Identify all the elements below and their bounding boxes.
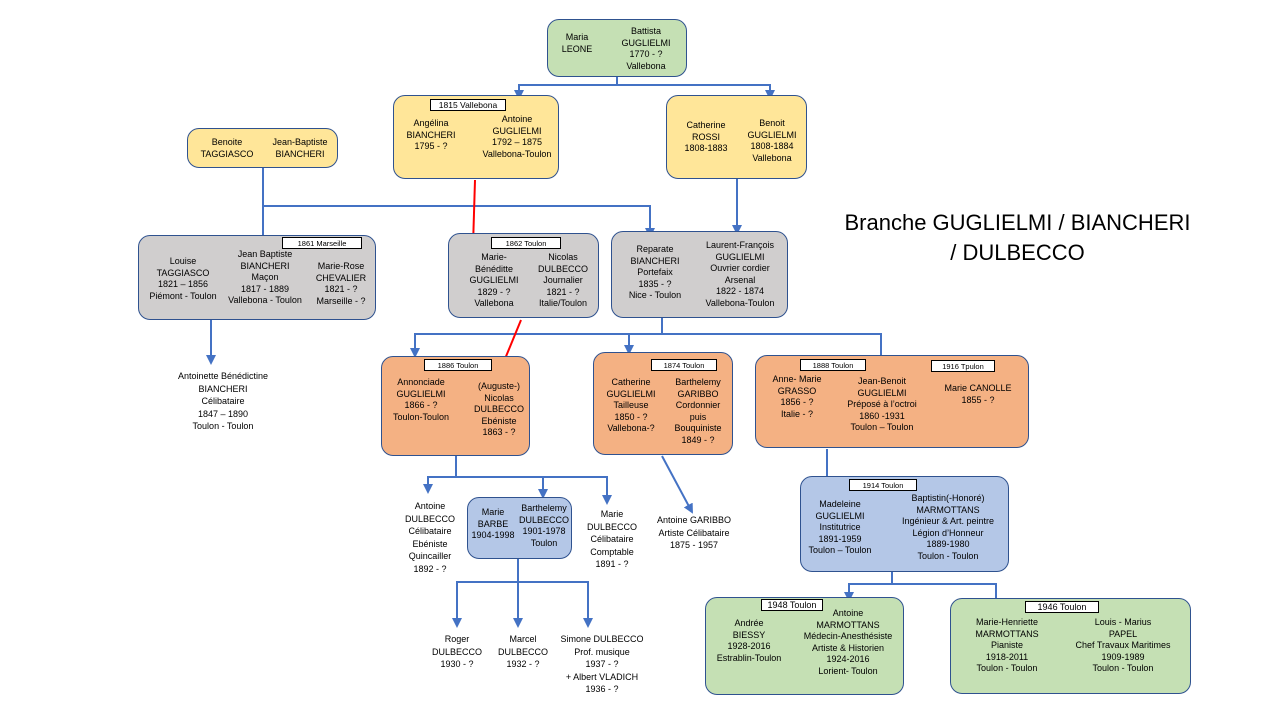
label-1861-marseille: 1861 Marseille: [282, 237, 362, 249]
person-antoinette-biancheri: Antoinette Bénédictine BIANCHERI Célibat…: [177, 371, 269, 431]
person-marie-henriette-marmottans: Marie-Henriette MARMOTTANS Pianiste 1918…: [975, 617, 1039, 673]
label-1886-toulon: 1886 Toulon: [424, 359, 492, 371]
box-1886-toulon: Annonciade GUGLIELMI 1866 - ? Toulon-Tou…: [381, 356, 530, 456]
person-laurent-francois-guglielmi: Laurent-François GUGLIELMI Ouvrier cordi…: [705, 240, 775, 308]
label-1948-toulon: 1948 Toulon: [761, 599, 823, 611]
person-andree-biessy: Andrée BIESSY 1928-2016 Estrablin-Toulon: [716, 618, 782, 663]
line-dulbecco-children: [423, 456, 457, 494]
line-barbe-children: [452, 559, 519, 628]
person-barthelemy-garibbo: Barthelemy GARIBBO Cordonnier puis Bouqu…: [674, 377, 722, 445]
person-nicolas-dulbecco: Nicolas DULBECCO Journalier 1821 - ? Ita…: [537, 252, 588, 308]
box-barbe-dulbecco: Marie BARBE 1904-1998 Barthelemy DULBECC…: [467, 497, 572, 559]
person-auguste-nicolas-dulbecco: (Auguste-) Nicolas DULBECCO Ebéniste 186…: [473, 381, 524, 437]
person-marie-dulbecco: Marie DULBECCO Célibataire Comptable 189…: [586, 509, 637, 569]
box-1815-vallebona: Angélina BIANCHERI 1795 - ? Antoine GUGL…: [393, 95, 559, 179]
person-marie-beneditte-guglielmi: Marie- Bénéditte GUGLIELMI 1829 - ? Vall…: [469, 252, 519, 308]
label-1874-toulon: 1874 Toulon: [651, 359, 717, 371]
person-jean-baptiste-biancheri: Jean-Baptiste BIANCHERI: [272, 137, 328, 159]
line-biancheri-to-gen3: [262, 168, 655, 238]
person-reparate-biancheri: Reparate BIANCHERI Portefaix 1835 - ? Ni…: [628, 244, 682, 300]
person-roger-dulbecco: Roger DULBECCO 1930 - ?: [431, 634, 482, 669]
person-antoine-marmottans: Antoine MARMOTTANS Médecin-Anesthésiste …: [803, 608, 893, 676]
person-louise-taggiasco: Louise TAGGIASCO 1821 – 1856 Piémont - T…: [149, 256, 217, 301]
person-jean-benoit-guglielmi: Jean-Benoit GUGLIELMI Préposé à l’octroi…: [847, 376, 917, 432]
label-1888-toulon: 1888 Toulon: [800, 359, 866, 371]
person-battista-guglielmi: Battista GUGLIELMI 1770 - ? Vallebona: [621, 26, 671, 71]
box-rossi-guglielmi: Catherine ROSSI 1808-1883 Benoit GUGLIEL…: [666, 95, 807, 179]
person-catherine-rossi: Catherine ROSSI 1808-1883: [684, 120, 728, 153]
person-jb-biancheri-macon: Jean Baptiste BIANCHERI Maçon 1817 - 188…: [228, 249, 302, 305]
person-antoine-garibbo: Antoine GARIBBO Artiste Célibataire 1875…: [656, 515, 732, 550]
person-catherine-guglielmi: Catherine GUGLIELMI Tailleuse 1850 - ? V…: [606, 377, 656, 433]
line-madeleine-children: [844, 572, 893, 602]
label-1946-toulon: 1946 Toulon: [1025, 601, 1099, 613]
person-antoine-dulbecco: Antoine DULBECCO Célibataire Ebéniste Qu…: [404, 501, 455, 574]
person-barthelemy-dulbecco: Barthelemy DULBECCO 1901-1978 Toulon: [518, 503, 569, 548]
box-1946-toulon: Marie-Henriette MARMOTTANS Pianiste 1918…: [950, 598, 1191, 694]
person-maria-leone: Maria LEONE: [561, 32, 593, 54]
person-louis-marius-papel: Louis - Marius PAPEL Chef Travaux Mariti…: [1075, 617, 1171, 673]
line-laurent-children: [410, 318, 663, 358]
box-biancheri-guglielmi: Reparate BIANCHERI Portefaix 1835 - ? Ni…: [611, 231, 788, 318]
box-1861-marseille: Louise TAGGIASCO 1821 – 1856 Piémont - T…: [138, 235, 376, 320]
person-annonciade-guglielmi: Annonciade GUGLIELMI 1866 - ? Toulon-Tou…: [392, 377, 450, 422]
box-taggiasco-biancheri: Benoite TAGGIASCO Jean-Baptiste BIANCHER…: [187, 128, 338, 168]
person-marie-canolle: Marie CANOLLE 1855 - ?: [944, 383, 1012, 405]
person-benoite-taggiasco: Benoite TAGGIASCO: [200, 137, 254, 159]
label-1862-toulon: 1862 Toulon: [491, 237, 561, 249]
box-gen1: Maria LEONE Battista GUGLIELMI 1770 - ? …: [547, 19, 687, 77]
person-angelina-biancheri: Angélina BIANCHERI 1795 - ?: [406, 118, 456, 151]
line-garibbo: [661, 455, 693, 514]
person-anne-marie-grasso: Anne- Marie GRASSO 1856 - ? Italie - ?: [772, 374, 822, 419]
box-1914-toulon: Madeleine GUGLIELMI Institutrice 1891-19…: [800, 476, 1009, 572]
label-1914-toulon: 1914 Toulon: [849, 479, 917, 491]
box-1948-toulon: Andrée BIESSY 1928-2016 Estrablin-Toulon…: [705, 597, 904, 695]
person-marcel-dulbecco: Marcel DULBECCO 1932 - ?: [497, 634, 548, 669]
label-1815-vallebona: 1815 Vallebona: [430, 99, 506, 111]
person-baptistin-marmottans: Baptistin(-Honoré) MARMOTTANS Ingénieur …: [901, 493, 995, 561]
line-gen1-to-benoit: [617, 84, 775, 100]
line-gen1-to-gen2: [514, 76, 618, 100]
diagram-title: Branche GUGLIELMI / BIANCHERI / DULBECCO: [844, 210, 1191, 265]
person-marie-rose-chevalier: Marie-Rose CHEVALIER 1821 - ? Marseille …: [315, 261, 367, 306]
person-simone-dulbecco: Simone DULBECCO Prof. musique 1937 - ? +…: [560, 634, 644, 694]
person-antoine-guglielmi: Antoine GUGLIELMI 1792 – 1875 Vallebona-…: [482, 114, 552, 159]
person-benoit-guglielmi: Benoit GUGLIELMI 1808-1884 Vallebona: [747, 118, 797, 163]
person-marie-barbe: Marie BARBE 1904-1998: [471, 507, 515, 540]
label-1916-tpulon: 1916 Tpulon: [931, 360, 995, 372]
person-madeleine-guglielmi: Madeleine GUGLIELMI Institutrice 1891-19…: [808, 499, 872, 555]
